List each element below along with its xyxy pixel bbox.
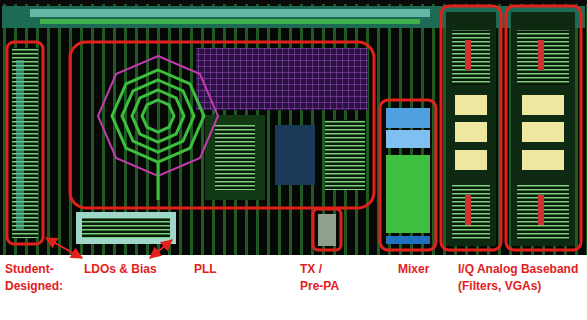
baseband-metal <box>538 40 544 70</box>
top-bus-metal <box>30 9 430 17</box>
bias-column <box>12 48 38 238</box>
pll-digital <box>196 48 368 110</box>
region-label: I/Q Analog Baseband (Filters, VGAs) <box>458 261 583 295</box>
bias-column-metal <box>16 60 24 230</box>
inductor <box>98 56 218 200</box>
baseband-i <box>446 12 496 246</box>
die-edge <box>0 0 587 4</box>
baseband-detail <box>452 185 490 240</box>
region-outline <box>380 100 436 250</box>
region-label: Mixer <box>398 261 448 278</box>
cap-array <box>455 95 487 115</box>
cap-array <box>455 122 487 142</box>
inductor-lead <box>157 162 160 200</box>
pll-block-detail <box>215 125 255 190</box>
leader-arrow <box>46 238 82 258</box>
mixer-block <box>386 155 430 233</box>
region-outline <box>506 6 581 250</box>
baseband-detail <box>517 185 569 240</box>
cap-array <box>522 150 564 170</box>
baseband-detail <box>452 30 490 85</box>
inductor-turn <box>142 100 174 132</box>
baseband-ground <box>511 12 575 246</box>
pll-block <box>275 125 315 185</box>
region-outline <box>70 42 374 208</box>
tx-block <box>318 214 336 246</box>
cap-array <box>455 150 487 170</box>
ldo-block-detail <box>82 218 170 238</box>
leader-arrow <box>150 240 172 258</box>
region-label: Student- Designed: <box>5 261 69 295</box>
baseband-q <box>511 12 575 246</box>
region-outline <box>7 42 43 244</box>
region-label: LDOs & Bias <box>84 261 174 278</box>
baseband-metal <box>538 195 544 225</box>
cap-array <box>522 95 564 115</box>
cap-array <box>522 122 564 142</box>
die-ground <box>0 0 587 255</box>
inductor-turn <box>122 80 194 152</box>
baseband-detail <box>517 30 569 85</box>
inductor-turn <box>112 70 204 162</box>
mixer-block <box>386 130 430 148</box>
leader-lines <box>46 238 172 258</box>
mixer-block <box>386 236 430 244</box>
inductor-guard <box>98 56 218 176</box>
top-bus-metal <box>40 19 420 24</box>
pll-block <box>325 120 365 190</box>
inductor-turn <box>132 90 184 142</box>
baseband-metal <box>465 40 471 70</box>
ldo-block <box>76 212 176 244</box>
region-label: PLL <box>194 261 234 278</box>
region-outline <box>441 6 501 250</box>
baseband-metal <box>465 195 471 225</box>
mixer-block <box>386 108 430 128</box>
region-outlines <box>7 6 581 250</box>
region-label: TX / Pre-PA <box>300 261 346 295</box>
baseband-ground <box>446 12 496 246</box>
region-outline <box>313 209 341 250</box>
